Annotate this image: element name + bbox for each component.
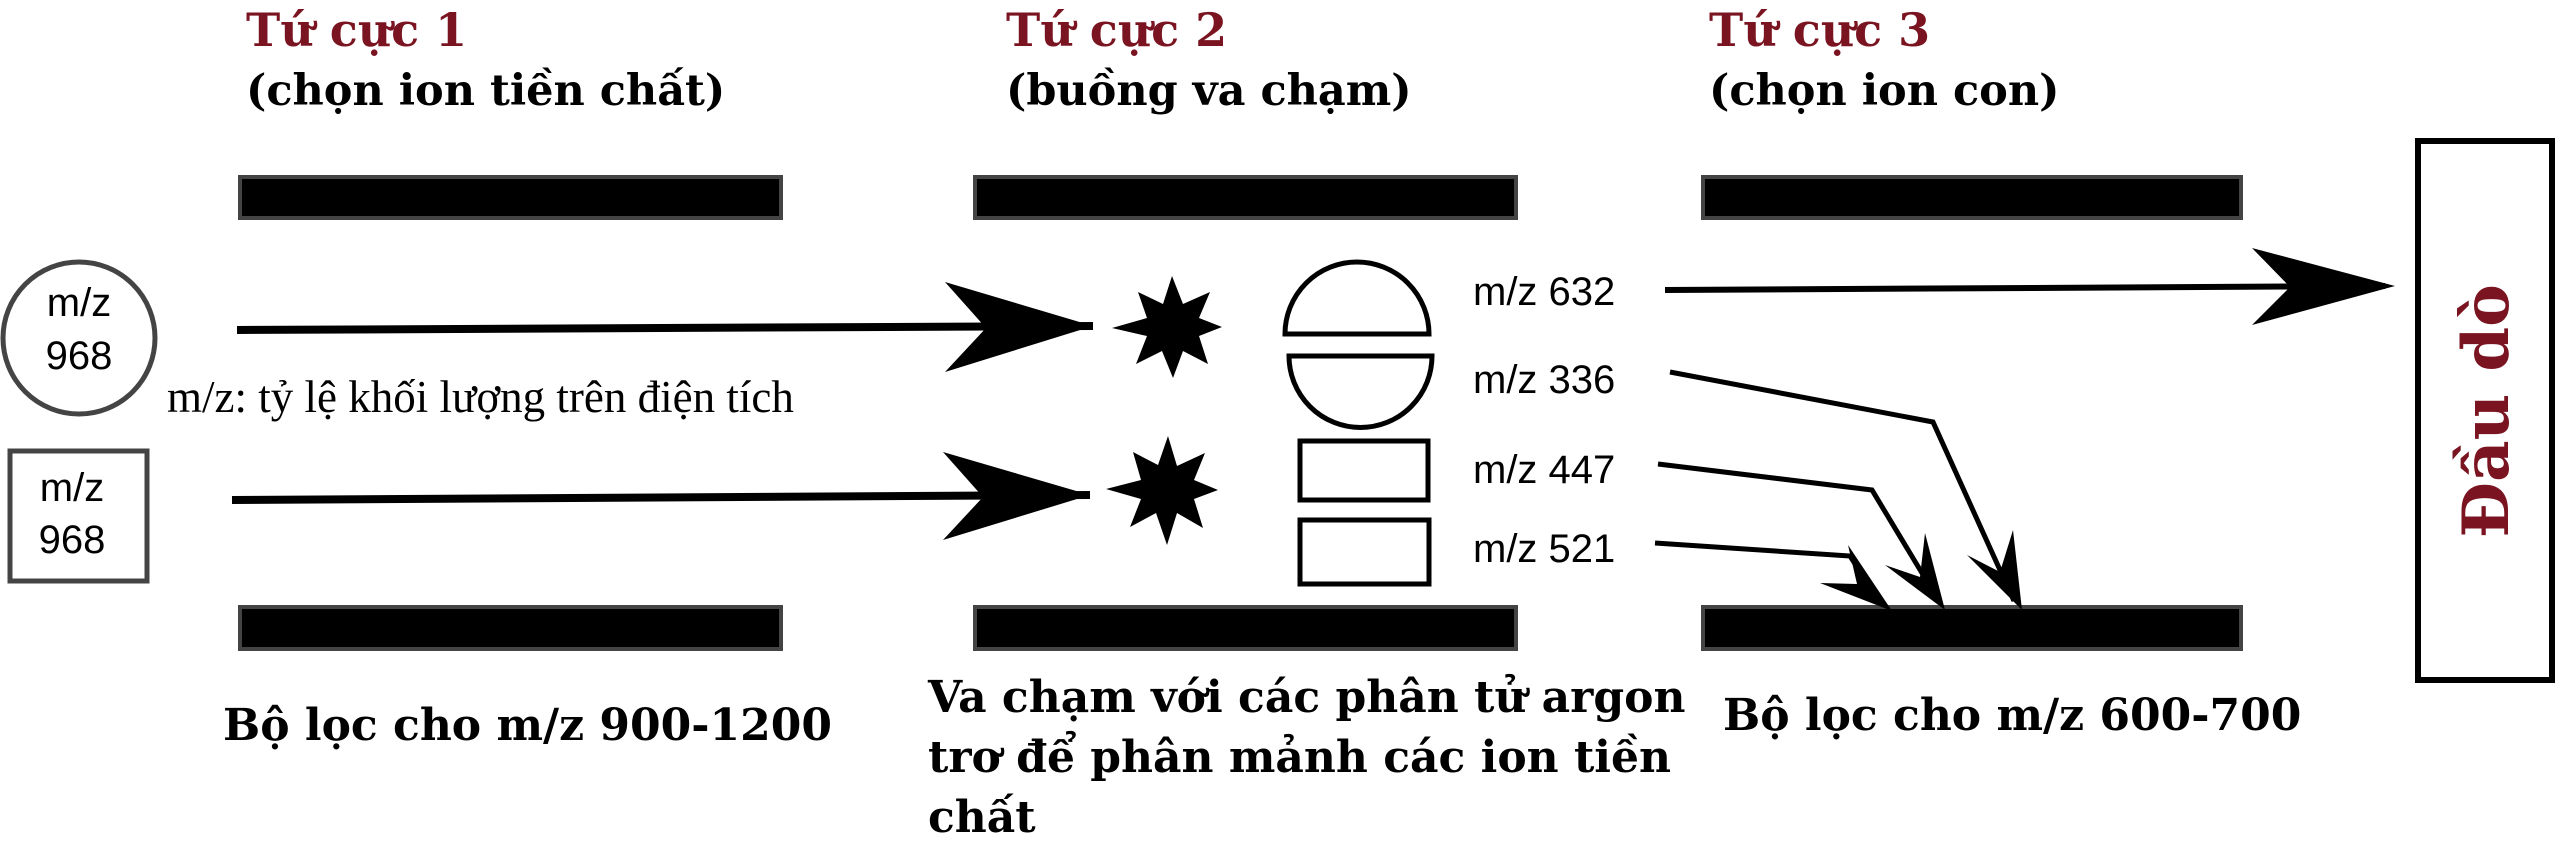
fragment-arrow-521-head [1820,545,1892,611]
precursor-arrow-lower [231,491,1091,504]
fragment-arrow-632 [1664,283,2386,293]
detector-box [2415,138,2555,683]
precursor-ion-square: m/z 968 [7,448,150,584]
fragment-label-521: m/z 521 [1473,527,1615,571]
fragment-rectangle-upper-icon [1297,438,1431,503]
quadrupole-2-upper-rod [973,175,1518,220]
quadrupole-2-caption-line-1: Va chạm với các phân tử argon [927,672,1685,723]
quadrupole-1: Tứ cực 1 (chọn ion tiền chất) Bộ lọc cho… [223,3,832,751]
quadrupole-2: Tứ cực 2 (buồng va chạm) Va chạm với các… [927,3,1685,843]
precursor-square-label-line-1: m/z [40,466,104,510]
quadrupole-3: Tứ cực 3 (chọn ion con) Bộ lọc cho m/z 6… [1701,3,2301,741]
quadrupole-3-lower-rod [1701,605,2243,651]
collision-burst-lower-icon [1106,436,1218,545]
quadrupole-1-filter-caption: Bộ lọc cho m/z 900-1200 [223,700,832,751]
quadrupole-2-caption-line-2: trơ để phân mảnh các ion tiền [928,729,1671,783]
precursor-circle-label-line-2: 968 [46,334,113,378]
precursor-square-label-line-2: 968 [39,518,106,562]
quadrupole-2-subtitle: (buồng va chạm) [1006,66,1412,116]
fragment-arrow-447-head [1885,533,1945,610]
precursor-arrow-upper-head [945,282,1093,372]
quadrupole-2-caption-line-3: chất [928,792,1036,843]
fragment-lower-half-circle-icon [1286,353,1435,430]
quadrupole-1-subtitle: (chọn ion tiền chất) [246,66,725,116]
fragment-rectangle-lower-icon [1297,517,1432,587]
quadrupole-3-subtitle: (chọn ion con) [1709,66,2059,116]
quadrupole-3-filter-caption: Bộ lọc cho m/z 600-700 [1723,690,2301,741]
quadrupole-2-lower-rod [973,605,1518,651]
quadrupole-1-lower-rod [238,605,783,651]
quadrupole-1-title: Tứ cực 1 [246,3,467,57]
detector-label: Đầu dò [2449,284,2524,538]
quadrupole-2-title: Tứ cực 2 [1006,3,1227,57]
collision-burst-upper-icon [1112,276,1222,378]
fragment-arrow-336-head [1967,530,2022,610]
precursor-circle-label-line-1: m/z [47,281,111,325]
fragment-upper-half-circle-icon [1282,259,1432,337]
fragment-arrow-632-head [2252,248,2395,325]
precursor-circle-shape [0,259,158,417]
detector: Đầu dò [2415,138,2555,683]
fragment-arrow-336 [1669,369,2017,603]
precursor-arrow-upper [236,322,1094,334]
precursor-ion-circle: m/z 968 [0,259,158,417]
fragment-arrow-447 [1657,461,1940,600]
precursor-arrow-lower-head [943,452,1090,540]
quadrupole-1-upper-rod [238,175,783,220]
precursor-square-shape [7,448,150,584]
mz-definition-note: m/z: tỷ lệ khối lượng trên điện tích [167,372,794,422]
quadrupole-3-upper-rod [1701,175,2243,220]
quadrupole-3-title: Tứ cực 3 [1709,3,1930,57]
fragment-label-447: m/z 447 [1473,448,1615,492]
fragment-label-336: m/z 336 [1473,358,1615,402]
fragment-label-632: m/z 632 [1473,270,1615,314]
